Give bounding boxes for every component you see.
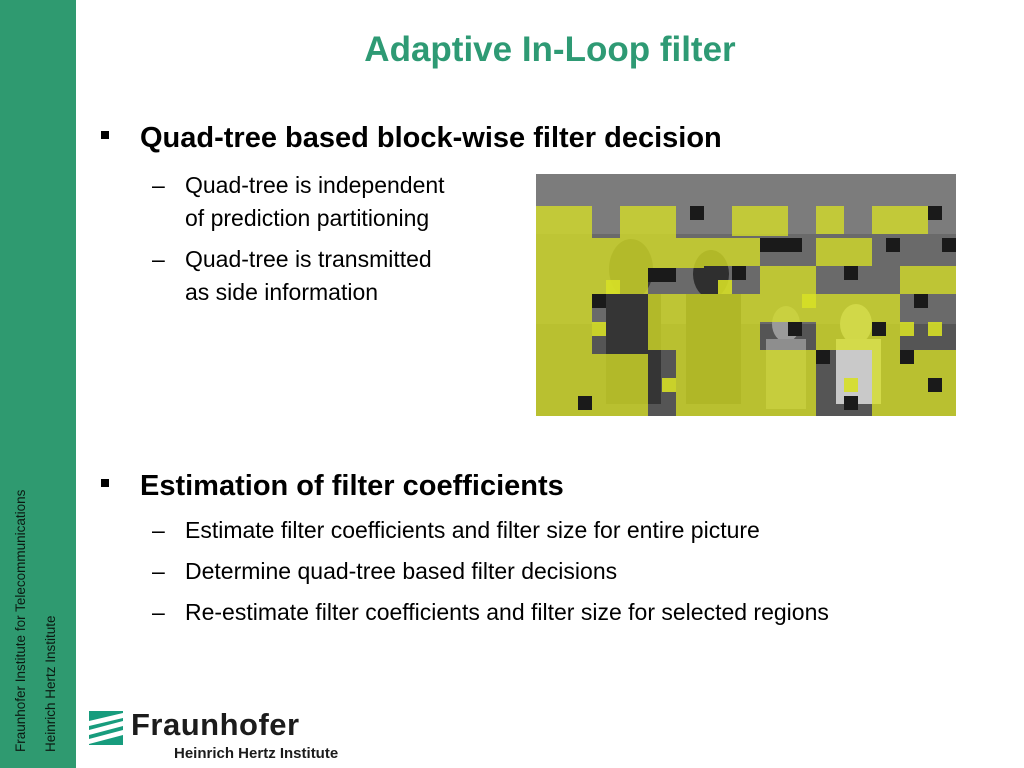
logo-subtitle: Heinrich Hertz Institute	[174, 745, 339, 762]
list-item-text-cont: of prediction partitioning	[185, 205, 430, 231]
list-item-text: Determine quad-tree based filter decisio…	[185, 558, 618, 584]
institute-subname: Heinrich Hertz Institute	[43, 615, 58, 752]
logo-wordmark: Fraunhofer	[131, 707, 300, 742]
institute-name: Fraunhofer Institute for Telecommunicati…	[13, 489, 28, 752]
quadtree-filter-image	[536, 174, 956, 416]
list-item: – Estimate filter coefficients and filte…	[152, 514, 760, 547]
list-item: – Re-estimate filter coefficients and fi…	[152, 596, 829, 629]
section-heading-estimation: Estimation of filter coefficients	[101, 470, 564, 503]
list-item-text: Quad-tree is independent	[185, 172, 445, 198]
list-item: – Determine quad-tree based filter decis…	[152, 555, 617, 588]
fraunhofer-logo: Fraunhofer Heinrich Hertz Institute	[89, 707, 349, 765]
section-heading-text: Estimation of filter coefficients	[140, 470, 564, 502]
list-item: – Quad-tree is independent of prediction…	[152, 169, 445, 235]
list-item-text-cont: as side information	[185, 279, 379, 305]
slide-title: Adaptive In-Loop filter	[364, 30, 736, 69]
sidebar: Fraunhofer Institute for Telecommunicati…	[0, 0, 76, 768]
dash-bullet: –	[152, 558, 165, 584]
dash-bullet: –	[152, 246, 165, 272]
list-item-text: Estimate filter coefficients and filter …	[185, 517, 760, 543]
section-heading-quadtree: Quad-tree based block-wise filter decisi…	[101, 122, 722, 155]
list-item-text: Quad-tree is transmitted	[185, 246, 432, 272]
list-item: – Quad-tree is transmitted as side infor…	[152, 243, 432, 309]
quadtree-overlay	[536, 174, 956, 416]
fraunhofer-logo-icon	[89, 711, 123, 745]
dash-bullet: –	[152, 172, 165, 198]
dash-bullet: –	[152, 599, 165, 625]
square-bullet-icon	[101, 131, 109, 139]
section-heading-text: Quad-tree based block-wise filter decisi…	[140, 122, 722, 154]
dash-bullet: –	[152, 517, 165, 543]
square-bullet-icon	[101, 479, 109, 487]
list-item-text: Re-estimate filter coefficients and filt…	[185, 599, 829, 625]
